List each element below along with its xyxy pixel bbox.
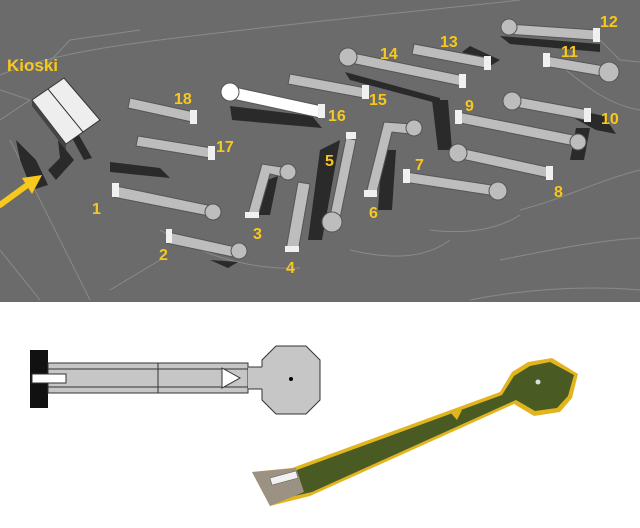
hole-16-lane (220, 82, 325, 119)
hole-18-lane (127, 97, 197, 124)
hole-2-lane (165, 229, 248, 260)
3d-lane-green (258, 362, 574, 501)
hole-14-lane (338, 47, 466, 88)
hole-8-lane (448, 143, 553, 180)
hole-9-lane (454, 110, 587, 151)
kiosk-label: Kioski (7, 56, 58, 75)
hole-label-14: 14 (380, 46, 398, 63)
hole-label-13: 13 (440, 34, 458, 51)
hole-7-lane (403, 169, 508, 201)
hole-15-lane (287, 73, 369, 99)
hole-label-1: 1 (92, 201, 101, 218)
hole-label-11: 11 (561, 44, 578, 61)
hole-12-lane (500, 18, 600, 42)
hole-6-lane (364, 119, 423, 197)
hole-3-lane (245, 163, 297, 218)
hole-1-lane (112, 183, 222, 221)
hole-label-6: 6 (369, 205, 378, 222)
hole-label-17: 17 (216, 139, 234, 156)
hole-label-7: 7 (415, 157, 424, 174)
hole-11-lane (543, 53, 620, 83)
hole-3d-view (252, 358, 578, 506)
hole-label-5: 5 (325, 153, 334, 170)
entrance-arrow (0, 175, 42, 208)
kiosk-building (31, 77, 101, 150)
hole-label-18: 18 (174, 91, 192, 108)
hole-label-9: 9 (465, 98, 474, 115)
hole-label-16: 16 (328, 108, 346, 125)
hole-labels: 1 2 3 4 5 6 7 8 9 10 11 12 13 14 15 16 1… (92, 14, 619, 277)
hole-label-15: 15 (369, 92, 387, 109)
terrain-lines (0, 0, 640, 301)
hole-10-lane (502, 91, 591, 122)
plan-hole-cup (289, 377, 293, 381)
plan-fairway (47, 362, 249, 394)
plan-direction-arrow (221, 367, 242, 389)
3d-tee-mat (269, 470, 299, 486)
course-overview: Kioski (0, 0, 640, 302)
3d-hole-cup (535, 379, 541, 385)
hole-label-4: 4 (286, 260, 295, 277)
hole-label-2: 2 (159, 247, 168, 264)
3d-direction-arrow (450, 410, 462, 420)
hole-13-lane (411, 43, 491, 70)
hole-label-10: 10 (601, 111, 619, 128)
plan-tee-mat (31, 373, 67, 384)
hole-4-lane (285, 181, 311, 253)
hole-plan-view (30, 345, 321, 415)
hole-label-8: 8 (554, 184, 563, 201)
hole-label-12: 12 (600, 14, 618, 31)
lanes (112, 18, 620, 260)
hole-17-lane (135, 135, 215, 160)
hole-label-3: 3 (253, 226, 262, 243)
hole-5-lane (321, 132, 357, 233)
